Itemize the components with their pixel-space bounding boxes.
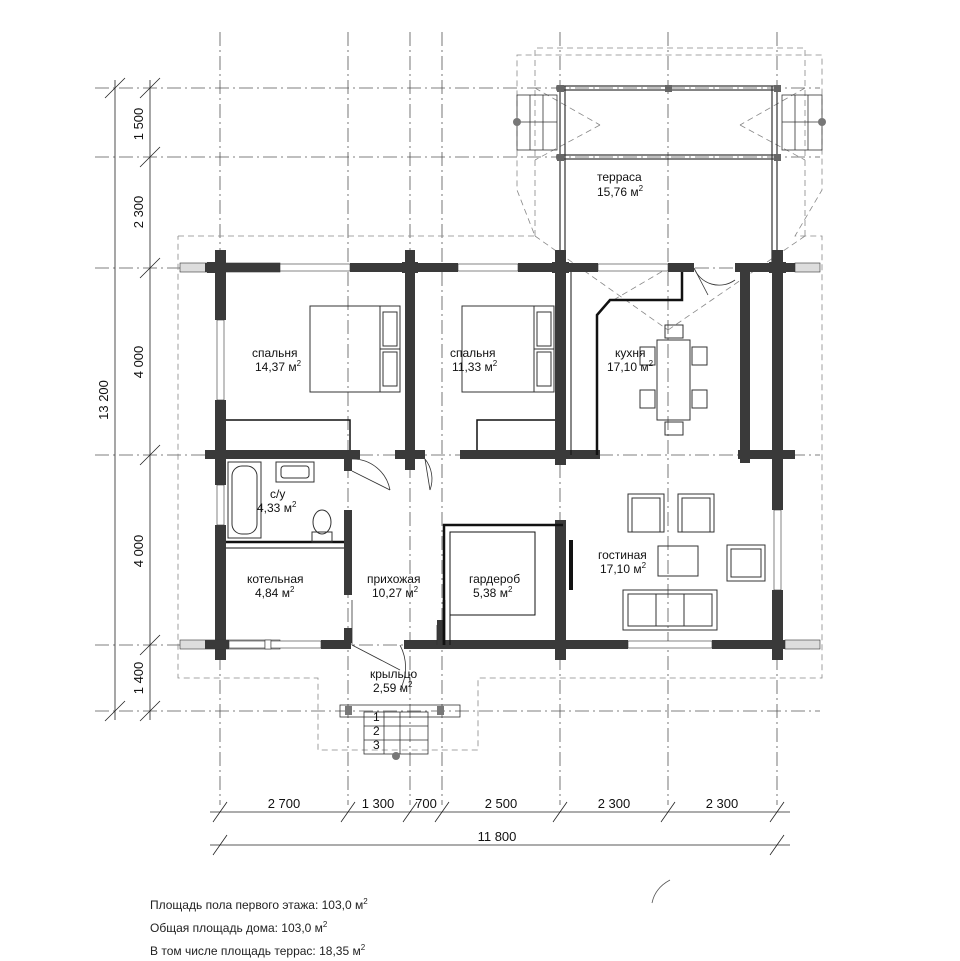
terrace-stairs-right xyxy=(781,94,823,151)
terrace-area: 15,76 м2 xyxy=(597,184,644,199)
boiler-area: 4,84 м2 xyxy=(255,585,295,600)
stair-step-2: 2 xyxy=(373,724,380,738)
note-total-area: Общая площадь дома: 103,0 м2 xyxy=(150,920,328,935)
vertical-dimension-lines xyxy=(104,77,161,722)
vdim-1400: 1 400 xyxy=(131,662,146,695)
hdim-2300-a: 2 300 xyxy=(598,796,631,811)
porch-stairs xyxy=(339,704,461,755)
axis-grid xyxy=(95,32,820,805)
hdim-700: 700 xyxy=(415,796,437,811)
vdim-4000-a: 4 000 xyxy=(131,346,146,379)
stair-step-3: 3 xyxy=(373,738,380,752)
kitchen-area: 17,10 м2 xyxy=(607,359,654,374)
stair-marker-left xyxy=(513,118,521,126)
vdim-1500: 1 500 xyxy=(131,108,146,141)
hall-name: прихожая xyxy=(367,572,420,586)
note-terrace-area: В том числе площадь террас: 18,35 м2 xyxy=(150,943,366,958)
horizontal-dimension-lines xyxy=(210,801,790,856)
decorative-arc xyxy=(651,879,671,904)
stair-step-1: 1 xyxy=(373,710,380,724)
kitchen-table xyxy=(639,324,708,436)
living-name: гостиная xyxy=(598,548,647,562)
vdim-total: 13 200 xyxy=(96,380,111,420)
note-floor-area: Площадь пола первого этажа: 103,0 м2 xyxy=(150,897,368,912)
terrace-name: терраса xyxy=(597,170,642,184)
area-notes: Площадь пола первого этажа: 103,0 м2 Общ… xyxy=(150,892,368,961)
sink xyxy=(275,461,315,483)
toilet xyxy=(311,509,333,543)
bed-bedroom-2 xyxy=(461,305,555,393)
vdim-2300: 2 300 xyxy=(131,196,146,229)
living-furniture xyxy=(622,493,766,631)
bedroom1-name: спальня xyxy=(252,346,298,360)
terrace-stairs-left xyxy=(516,94,558,151)
bathroom-area: 4,33 м2 xyxy=(257,500,297,515)
stair-marker-right xyxy=(818,118,826,126)
walls xyxy=(179,250,821,660)
vdim-4000-b: 4 000 xyxy=(131,535,146,568)
bedroom2-area: 11,33 м2 xyxy=(452,359,498,374)
wardrobe-area: 5,38 м2 xyxy=(473,585,513,600)
living-area: 17,10 м2 xyxy=(600,561,647,576)
porch-posts xyxy=(345,706,444,715)
bathroom-name: с/у xyxy=(270,487,285,501)
bathtub xyxy=(227,461,262,539)
doors xyxy=(351,267,736,691)
boiler-name: котельная xyxy=(247,572,303,586)
hdim-2500: 2 500 xyxy=(485,796,518,811)
kitchen-name: кухня xyxy=(615,346,646,360)
hdim-1300: 1 300 xyxy=(362,796,395,811)
porch-area: 2,59 м2 xyxy=(373,680,413,695)
hdim-2700: 2 700 xyxy=(268,796,301,811)
room-labels: терраса 15,76 м2 спальня 14,37 м2 спальн… xyxy=(247,170,654,695)
bed-bedroom-1 xyxy=(309,305,401,393)
hdim-2300-b: 2 300 xyxy=(706,796,739,811)
terrace-post-markers xyxy=(557,85,781,161)
wardrobe-name: гардероб xyxy=(469,572,520,586)
hdim-total: 11 800 xyxy=(478,829,517,844)
porch-stair-marker xyxy=(392,752,400,760)
bedroom2-name: спальня xyxy=(450,346,496,360)
hall-area: 10,27 м2 xyxy=(372,585,419,600)
terrace-frame xyxy=(556,85,778,268)
porch-name: крыльцо xyxy=(370,667,418,681)
bedroom1-area: 14,37 м2 xyxy=(255,359,302,374)
